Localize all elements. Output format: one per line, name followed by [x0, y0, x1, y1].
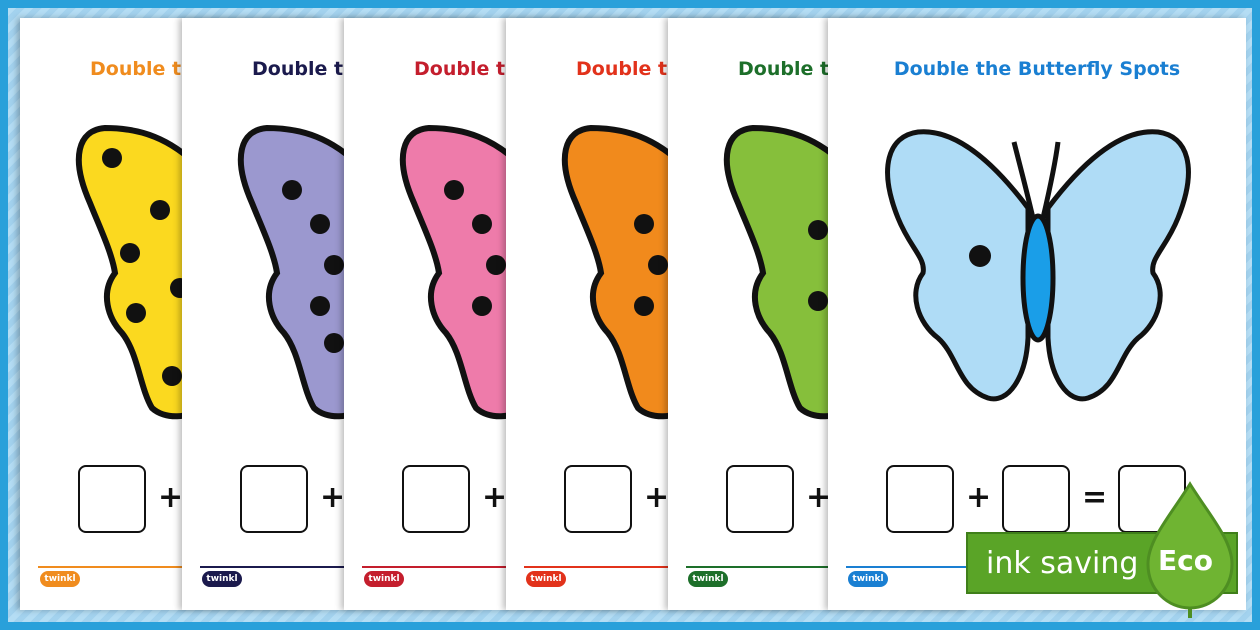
plus-sign: +	[482, 480, 508, 515]
footer-rule	[38, 566, 320, 568]
answer-box-1[interactable]	[78, 465, 146, 533]
answer-box-1[interactable]	[240, 465, 308, 533]
butterfly-wing-icon	[723, 124, 848, 420]
footer-rule	[200, 566, 482, 568]
worksheet-6: Double the Butterfly Spots + = twinkl	[828, 18, 1246, 610]
plus-sign: +	[966, 480, 992, 515]
plus-sign: +	[320, 480, 346, 515]
answer-box-1[interactable]	[886, 465, 954, 533]
twinkl-logo: twinkl	[848, 571, 888, 587]
equals-sign: =	[1082, 480, 1108, 515]
answer-box-1[interactable]	[564, 465, 632, 533]
twinkl-logo: twinkl	[688, 571, 728, 587]
butterfly-wing-icon	[75, 124, 200, 420]
plus-sign: +	[806, 480, 832, 515]
answer-box-1[interactable]	[726, 465, 794, 533]
footer-rule	[362, 566, 644, 568]
leaf-icon	[1146, 481, 1234, 618]
butterfly-wing-icon	[561, 124, 686, 420]
twinkl-logo: twinkl	[202, 571, 242, 587]
answer-box-1[interactable]	[402, 465, 470, 533]
twinkl-logo: twinkl	[40, 571, 80, 587]
plus-sign: +	[158, 480, 184, 515]
ink-saving-text: ink saving	[986, 546, 1139, 581]
butterfly-icon	[885, 129, 1191, 402]
eco-label: Eco	[1158, 544, 1213, 577]
answer-box-2[interactable]	[1002, 465, 1070, 533]
twinkl-logo: twinkl	[364, 571, 404, 587]
page-title: Double the Butterfly Spots	[893, 58, 1181, 80]
twinkl-logo: twinkl	[526, 571, 566, 587]
butterfly-wing-icon	[237, 124, 362, 420]
butterfly-wing-icon	[399, 124, 524, 420]
footer-rule	[686, 566, 968, 568]
footer-rule	[524, 566, 806, 568]
plus-sign: +	[644, 480, 670, 515]
